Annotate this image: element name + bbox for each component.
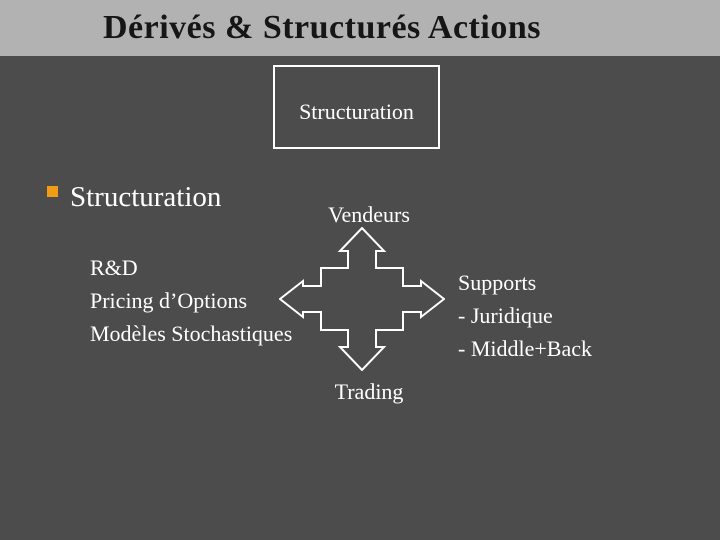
diagram-right-list: Supports - Juridique - Middle+Back bbox=[458, 266, 592, 365]
slide-title: Dérivés & Structurés Actions bbox=[103, 9, 541, 46]
diagram-left-list: R&D Pricing d’Options Modèles Stochastiq… bbox=[90, 251, 292, 350]
diagram-top-label: Vendeurs bbox=[328, 202, 410, 227]
list-item: Pricing d’Options bbox=[90, 288, 248, 313]
structuration-box: Structuration bbox=[273, 65, 440, 149]
quad-arrow-icon bbox=[279, 227, 445, 371]
title-bar: Dérivés & Structurés Actions bbox=[0, 0, 720, 56]
diagram-bottom-label: Trading bbox=[334, 379, 404, 404]
list-item: - Middle+Back bbox=[458, 336, 592, 361]
bullet-item: Structuration bbox=[47, 182, 221, 212]
bullet-label: Structuration bbox=[70, 181, 222, 213]
list-item: R&D bbox=[90, 255, 138, 280]
structuration-box-label: Structuration bbox=[299, 98, 414, 124]
list-item: Modèles Stochastiques bbox=[90, 321, 293, 346]
list-item: - Juridique bbox=[458, 303, 553, 328]
bullet-square-icon bbox=[47, 186, 58, 197]
list-item: Supports bbox=[458, 270, 537, 295]
